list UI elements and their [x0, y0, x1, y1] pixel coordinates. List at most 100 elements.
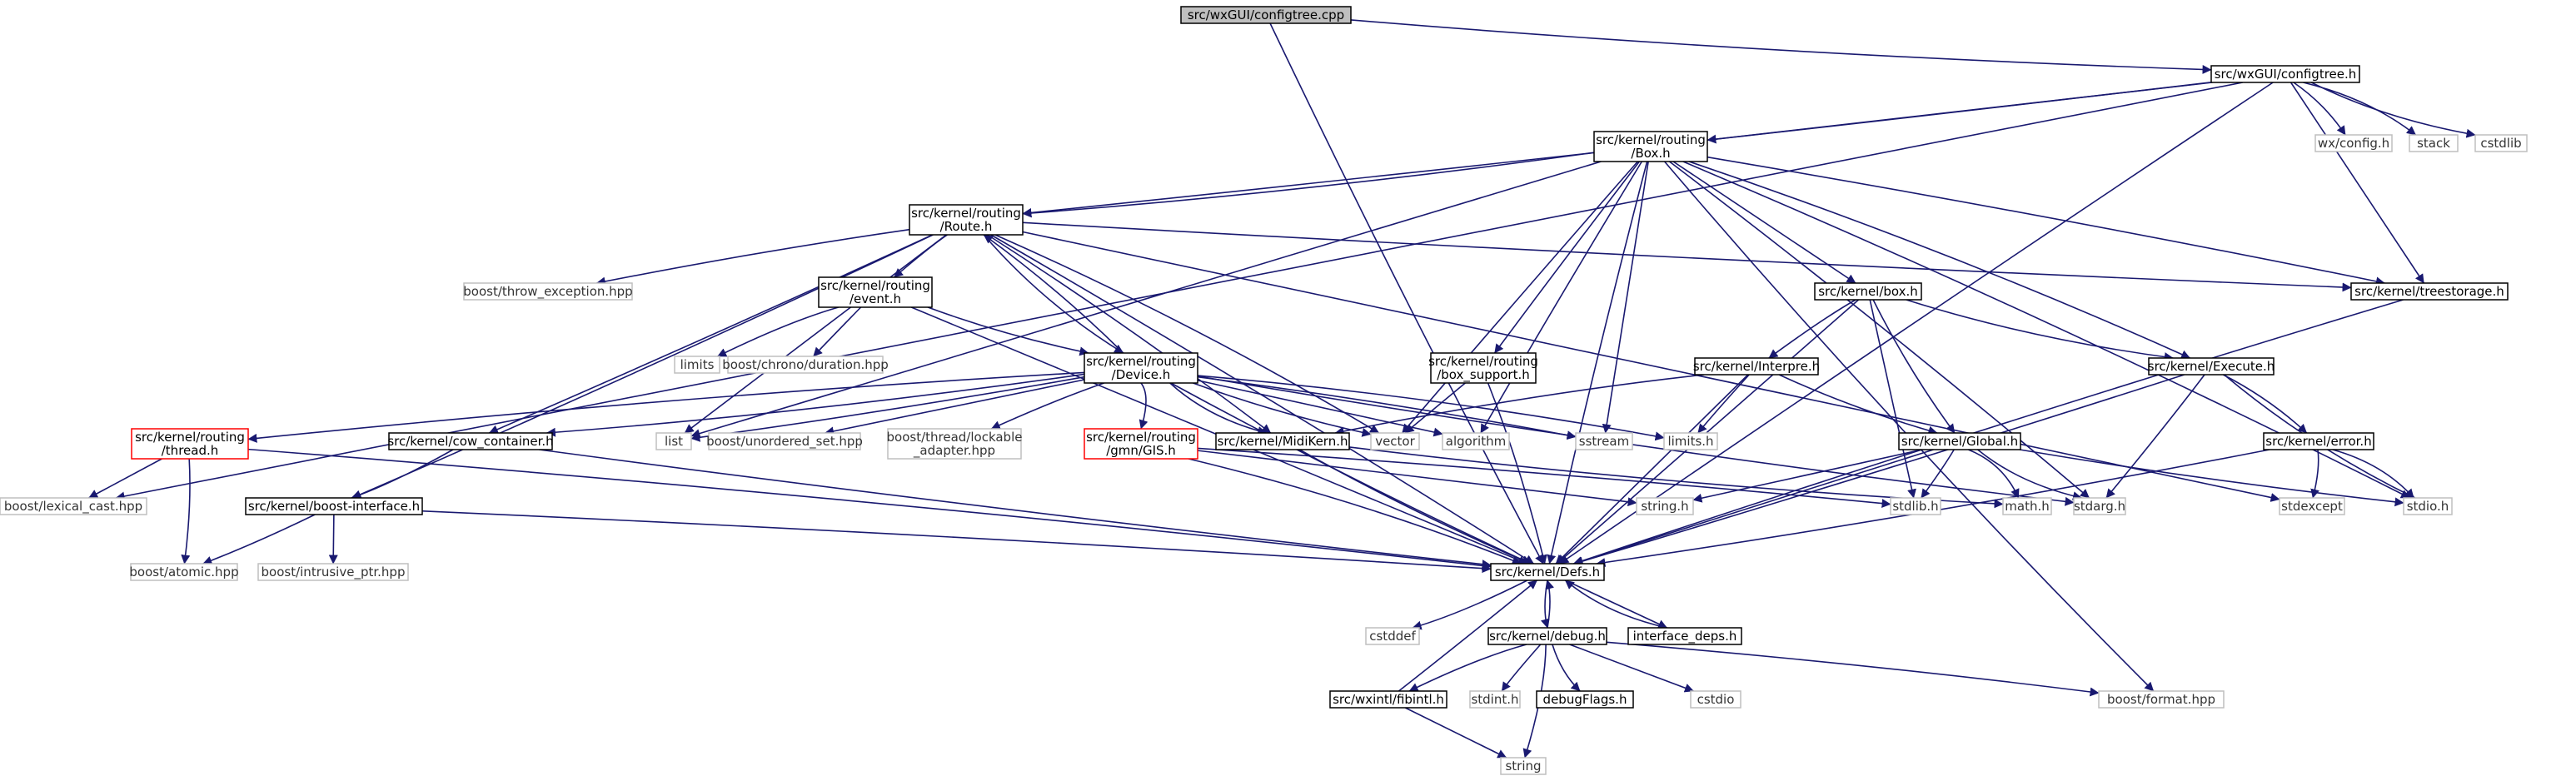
file-node-label: src/kernel/routing [911, 206, 1021, 221]
file-node-fibintl[interactable]: src/wxintl/fibintl.h [1329, 690, 1447, 709]
file-node-label: stdio.h [2407, 499, 2449, 514]
file-node-string: string [1500, 757, 1547, 775]
include-edge-route_h-treestorage [1022, 221, 2352, 292]
file-node-frame [2073, 497, 2126, 515]
file-node-frame [2474, 134, 2528, 152]
file-node-label: boost/thread/lockable [887, 430, 1023, 445]
file-node-root[interactable]: src/wxGUI/configtree.cpp [1180, 6, 1352, 24]
include-edge-kbox_h-stdlib_h [1869, 299, 1916, 499]
file-node-frame [1694, 357, 1819, 376]
file-node-frame [1575, 432, 1633, 450]
file-node-list: list [655, 432, 692, 450]
file-node-stdarg: stdarg.h [2073, 497, 2126, 515]
file-node-label: src/kernel/routing [135, 430, 245, 445]
include-edge-event_h-device_h [927, 306, 1089, 356]
include-edge-box_h_routing-kbox_h [1672, 161, 1856, 284]
include-edge-defs-ifdeps [1565, 580, 1668, 629]
include-edge-box_h_routing-box_support [1493, 161, 1641, 354]
include-edge-debug_h-stdint [1501, 644, 1542, 692]
file-node-box_support[interactable]: src/kernel/routing/box_support.h [1428, 352, 1538, 384]
include-edge-box_h_routing-defs [1547, 161, 1648, 565]
file-node-route_h[interactable]: src/kernel/routing/Route.h [909, 204, 1024, 236]
file-node-frame [1487, 627, 1607, 645]
file-node-label: src/kernel/routing [1086, 430, 1196, 445]
file-node-limits_h: limits.h [1663, 432, 1718, 450]
file-node-label: boost/unordered_set.hpp [706, 434, 863, 450]
file-node-label: /event.h [850, 291, 901, 306]
file-node-cow[interactable]: src/kernel/cow_container.h [387, 432, 554, 450]
include-edge-route_h-device_h [983, 234, 1124, 354]
file-node-box_h_routing[interactable]: src/kernel/routing/Box.h [1593, 131, 1708, 162]
file-node-label: debugFlags.h [1543, 692, 1627, 707]
file-node-sstream: sstream [1575, 432, 1633, 450]
file-node-configtree_h[interactable]: src/wxGUI/configtree.h [2210, 65, 2360, 83]
include-edge-root-configtree_h [1350, 19, 2212, 74]
file-node-label: /Device.h [1112, 367, 1171, 382]
file-node-frame [2098, 690, 2225, 709]
file-node-label: src/kernel/routing [1428, 354, 1538, 369]
file-node-frame [655, 432, 692, 450]
include-edge-box_h_routing-sstream [1602, 161, 1649, 434]
file-node-execute[interactable]: src/kernel/Execute.h [2148, 357, 2275, 376]
file-node-gis[interactable]: src/kernel/routing/gmn/GIS.h [1084, 428, 1198, 460]
file-node-debugflags[interactable]: debugFlags.h [1536, 690, 1634, 709]
file-node-frame [1627, 627, 1742, 645]
file-node-lockable: boost/thread/lockable_adapter.hpp [887, 428, 1023, 460]
include-edge-configtree_h-defs [1559, 82, 2274, 565]
file-node-label: src/kernel/routing [1596, 132, 1706, 147]
include-edge-event_h-chrono [813, 306, 862, 357]
file-node-frame [2279, 497, 2345, 515]
file-node-label: stack [2417, 136, 2450, 151]
file-node-error_h[interactable]: src/kernel/error.h [2263, 432, 2374, 450]
file-node-label: stdint.h [1471, 692, 1518, 707]
file-node-event_h[interactable]: src/kernel/routing/event.h [818, 276, 933, 308]
include-edge-thread_h-atomic [181, 458, 191, 565]
include-edge-route_h-boostif [351, 234, 934, 499]
file-node-label: stdexcept [2281, 499, 2343, 514]
file-node-label: /thread.h [162, 443, 219, 458]
include-edge-kbox_h-execute [1906, 299, 2174, 362]
include-edge-kbox_h-global [1872, 299, 1956, 434]
file-node-label: src/kernel/treestorage.h [2354, 284, 2504, 299]
file-node-label: boost/throw_exception.hpp [463, 284, 632, 300]
file-node-ifdeps[interactable]: interface_deps.h [1627, 627, 1742, 645]
file-node-label: boost/lexical_cast.hpp [4, 499, 142, 515]
file-node-label: cstddef [1369, 629, 1416, 644]
include-edge-route_h-vector [994, 234, 1380, 434]
file-node-global[interactable]: src/kernel/Global.h [1898, 432, 2021, 450]
file-node-boostif[interactable]: src/kernel/boost-interface.h [245, 497, 423, 515]
file-node-label: list [665, 434, 683, 449]
file-node-kbox_h[interactable]: src/kernel/box.h [1814, 282, 1922, 301]
include-edge-debug_h-defs [1545, 580, 1555, 629]
file-node-label: stdarg.h [2074, 499, 2125, 514]
include-edge-box_h_routing-treestorage [1707, 156, 2385, 286]
include-edge-box_h_routing-execute [1688, 161, 2191, 359]
file-node-label: math.h [2005, 499, 2049, 514]
file-node-limits: limits [674, 356, 720, 374]
file-node-debug_h[interactable]: src/kernel/debug.h [1487, 627, 1607, 645]
include-edge-midikern-defs [1298, 449, 1532, 565]
file-node-thread_h[interactable]: src/kernel/routing/thread.h [131, 428, 249, 460]
file-node-device_h[interactable]: src/kernel/routing/Device.h [1084, 352, 1198, 384]
include-edge-thread_h-lexical [88, 458, 162, 499]
file-node-label: wx/config.h [2318, 136, 2389, 151]
include-edge-global-stdlib_h [1921, 449, 1955, 499]
include-edge-device_h-defs [1170, 382, 1532, 565]
file-node-midikern[interactable]: src/kernel/MidiKern.h [1215, 432, 1350, 450]
file-node-treestorage[interactable]: src/kernel/treestorage.h [2350, 282, 2509, 301]
file-node-defs[interactable]: src/kernel/Defs.h [1490, 563, 1605, 581]
file-node-frame [130, 563, 238, 581]
file-node-frame [131, 428, 249, 460]
file-node-label: src/wxGUI/configtree.cpp [1188, 7, 1344, 22]
file-node-frame [1084, 428, 1198, 460]
include-edge-device_h-lockable [990, 382, 1104, 430]
include-edge-cow-defs [539, 449, 1492, 570]
include-edge-box_h_routing-vector [1402, 161, 1638, 434]
include-edge-box_h_routing-stdarg [1668, 161, 2090, 499]
file-node-frame [1593, 131, 1708, 162]
file-node-interpre[interactable]: src/kernel/Interpre.h [1693, 357, 1820, 376]
file-node-label: src/kernel/cow_container.h [387, 434, 553, 450]
include-edge-configtree_h-treestorage [2290, 82, 2425, 284]
file-node-label: src/kernel/routing [820, 278, 930, 293]
